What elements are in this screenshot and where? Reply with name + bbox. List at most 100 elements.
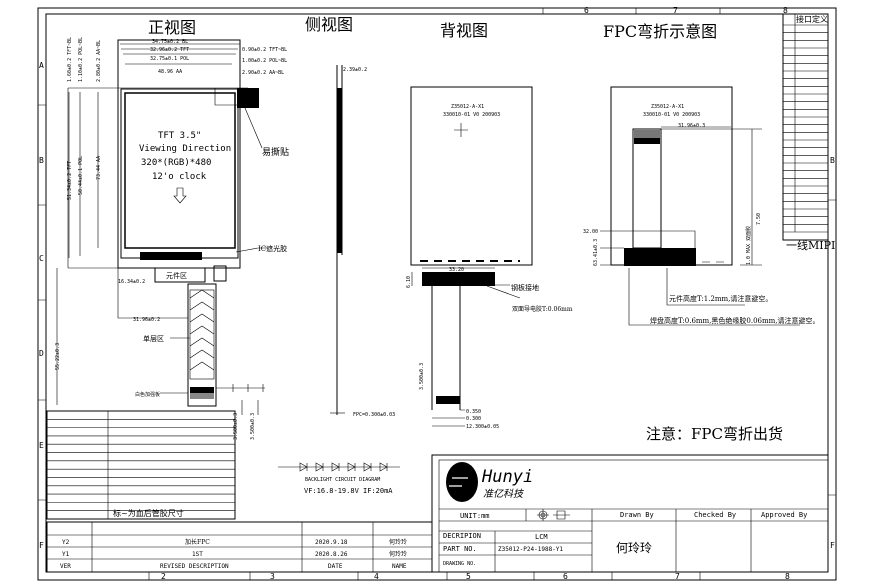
bend-marking: 330010-01 V0 200903 bbox=[643, 112, 700, 118]
revision-date: 2020.9.18 bbox=[315, 539, 348, 546]
easy-tear-tab bbox=[237, 88, 259, 108]
revision-table: Y2 加长FPC 2020.9.18 何玲玲 Y1 1ST 2020.8.26 … bbox=[46, 521, 433, 573]
row-marker: F bbox=[39, 541, 44, 550]
dim-label: 1.60±0.2 TFT~BL bbox=[67, 37, 73, 82]
dim-label: 2.90±0.2 AA~BL bbox=[242, 70, 284, 76]
pin-table-footer: 一线MIPI bbox=[786, 238, 835, 252]
dim-label: 1.0 MAX 双面胶 bbox=[745, 226, 752, 265]
col-marker: 8 bbox=[783, 6, 788, 15]
col-marker: 6 bbox=[563, 572, 568, 581]
dim-label: 2.80±0.2 AA~BL bbox=[96, 40, 102, 82]
spec-table: 标~为血后管胶尺寸 bbox=[46, 410, 236, 520]
part-no-label: PART NO. bbox=[443, 545, 477, 553]
revision-header: DATE bbox=[328, 563, 343, 570]
easy-tear-label: 易撕贴 bbox=[262, 146, 289, 158]
logo-text: Hunyi bbox=[481, 467, 533, 487]
row-marker: D bbox=[39, 349, 44, 358]
row-marker: C bbox=[39, 254, 44, 263]
side-profile bbox=[337, 88, 342, 253]
back-view-title: 背视图 bbox=[440, 21, 488, 40]
pin-table-header: 接口定义 bbox=[796, 14, 828, 24]
outer-border bbox=[37, 7, 837, 581]
hunyi-logo-icon bbox=[446, 462, 478, 502]
revision-name: 何玲玲 bbox=[389, 538, 407, 546]
component-height-note: 元件高度T:1.2mm,请注意避空。 bbox=[669, 294, 772, 303]
panel-size-text: TFT 3.5" bbox=[158, 131, 201, 141]
led-diode-icon bbox=[363, 462, 372, 472]
projection-symbol-icon bbox=[537, 509, 570, 521]
description-value: LCM bbox=[535, 533, 548, 541]
led-diode-icon bbox=[315, 462, 324, 472]
dim-label: 50.44±0.1 POL bbox=[78, 156, 84, 195]
back-view: Z35012-A-X1 330010-01 V0 200903 33.20 6.… bbox=[406, 86, 573, 430]
dim-label: 32.75±0.1 POL bbox=[150, 56, 189, 62]
back-marking: Z35012-A-X1 bbox=[451, 104, 484, 110]
back-marking: 330010-01 V0 200903 bbox=[443, 112, 500, 118]
dim-label: 34.75±0.2 BL bbox=[152, 39, 188, 45]
fpc-bend-view: Z35012-A-X1 330010-01 V0 200903 31.96±0.… bbox=[583, 86, 820, 326]
dim-label: 63.41±0.3 bbox=[593, 239, 599, 266]
dim-label: 51.34±0.2 TFT bbox=[67, 161, 73, 200]
dim-label: 6.10 bbox=[406, 276, 412, 288]
steel-ground-label: 钢板接地 bbox=[511, 283, 539, 292]
dim-label: 33.20 bbox=[449, 267, 464, 273]
spec-table-note: 标~为血后管胶尺寸 bbox=[113, 508, 184, 518]
dim-label: 7.50 bbox=[756, 213, 762, 225]
crosshair-icon bbox=[454, 123, 468, 137]
led-diode-icon bbox=[379, 462, 388, 472]
revision-name: 何玲玲 bbox=[389, 550, 407, 558]
dim-label: 1.10±0.2 POL~BL bbox=[78, 37, 84, 82]
single-layer-label: 单层区 bbox=[143, 334, 164, 343]
bend-marking: Z35012-A-X1 bbox=[651, 104, 684, 110]
backlight-circuit: BACKLIGHT CIRCUIT DIAGRAM VF:16.8-19.8V … bbox=[278, 462, 400, 495]
backlight-title: BACKLIGHT CIRCUIT DIAGRAM bbox=[305, 477, 380, 483]
dim-label: 3.500±0.3 bbox=[419, 363, 425, 390]
grid-markers: 6 7 8 2 3 4 5 6 7 8 A B C D E F B F bbox=[38, 6, 836, 581]
viewing-direction-text: Viewing Direction bbox=[139, 144, 231, 154]
pad-height-note: 焊盘高度T:0.6mm,黑色绝缘胶0.06mm,请注意避空。 bbox=[650, 316, 820, 325]
dim-label: 31.96±0.2 bbox=[133, 317, 160, 323]
revision-header: VER bbox=[60, 563, 71, 570]
col-marker: 4 bbox=[374, 572, 379, 581]
dim-label: 16.34±0.2 bbox=[118, 279, 145, 285]
dim-label: 2.39±0.2 bbox=[343, 67, 367, 73]
fpc-bend-view-title: FPC弯折示意图 bbox=[603, 22, 717, 41]
approved-by-label: Approved By bbox=[761, 511, 807, 519]
backlight-spec: VF:16.8-19.8V IF:20mA bbox=[304, 487, 393, 495]
conductive-tape-label: 双面导电胶T:0.06mm bbox=[512, 305, 573, 313]
col-marker: 8 bbox=[785, 572, 790, 581]
dim-label: 3.500±0.3 bbox=[250, 413, 256, 440]
dim-label: 73.44 AA bbox=[96, 156, 102, 180]
driver-ic bbox=[140, 252, 202, 260]
logo-cn: 准亿科技 bbox=[483, 488, 525, 500]
revision-desc: 加长FPC bbox=[185, 538, 210, 546]
dim-label: 32.96±0.2 TFT bbox=[150, 47, 189, 53]
col-marker: 3 bbox=[270, 572, 275, 581]
dim-label: 0.300 bbox=[466, 416, 481, 422]
clock-text: 12'o clock bbox=[152, 172, 207, 182]
notice-text: 注意：FPC弯折出货 bbox=[646, 425, 783, 443]
revision-ver: Y1 bbox=[62, 551, 70, 558]
dim-label: 55.22±0.3 bbox=[55, 343, 61, 370]
checked-by-label: Checked By bbox=[694, 511, 736, 519]
col-marker: 2 bbox=[161, 572, 166, 581]
bent-fpc bbox=[632, 128, 662, 249]
arrow-down-icon bbox=[173, 187, 187, 204]
row-marker: A bbox=[39, 61, 44, 70]
revision-header: NAME bbox=[392, 563, 407, 570]
dim-label: 1.00±0.2 POL~BL bbox=[242, 58, 287, 64]
revision-date: 2020.8.26 bbox=[315, 551, 348, 558]
ic-shading-label: IC遮光胶 bbox=[258, 244, 287, 253]
row-marker: E bbox=[39, 441, 44, 450]
col-marker: 6 bbox=[584, 6, 589, 15]
led-diode-icon bbox=[299, 462, 308, 472]
bend-stiffener bbox=[624, 248, 696, 266]
front-view: 易撕贴 TFT 3.5" Viewing Direction 320*(RGB)… bbox=[55, 37, 289, 440]
revision-ver: Y2 bbox=[62, 539, 70, 546]
single-layer-hatch bbox=[189, 289, 215, 380]
drawer-name: 何玲玲 bbox=[616, 541, 652, 555]
revision-desc: 1ST bbox=[192, 551, 203, 558]
row-marker: B bbox=[39, 156, 44, 165]
gold-finger-label: 白色加强板 bbox=[135, 391, 160, 398]
